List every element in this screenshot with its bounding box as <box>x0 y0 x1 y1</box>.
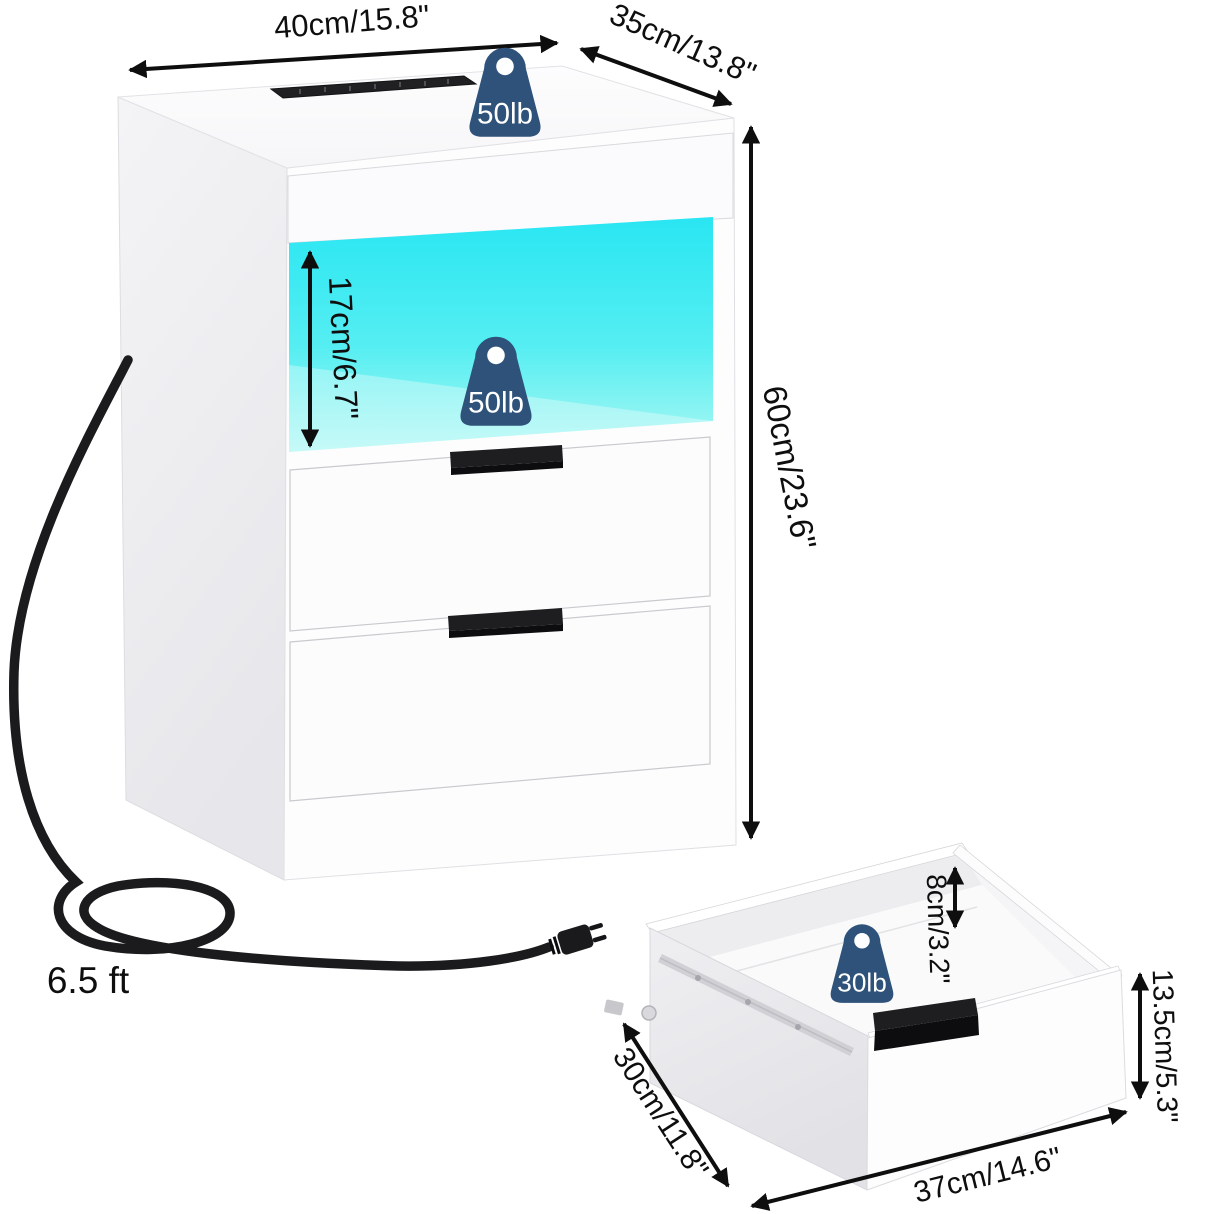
weight-icon <box>469 47 541 137</box>
weight-icon-hole <box>487 346 505 365</box>
charging-station <box>269 75 478 99</box>
weight-icon <box>460 336 532 426</box>
power-cord <box>8 355 554 971</box>
drawer-slide-rail <box>604 953 854 1057</box>
drawer-front-lower <box>289 605 711 802</box>
weight-icon <box>830 924 894 1003</box>
power-plug <box>548 922 607 955</box>
drawer-front-upper <box>289 436 711 632</box>
drawer-capacity-badge: 30lb <box>830 924 894 1003</box>
lower-drawer-handle <box>448 608 563 638</box>
dimension-arrows <box>128 34 1150 1211</box>
top-depth-label: 35cm/13.8" <box>605 0 762 92</box>
drawer-inner-height-label: 8cm/3.2" <box>921 874 956 985</box>
drawer-front-height-label: 13.5cm/5.3" <box>1146 969 1183 1124</box>
cord-length-label: 6.5 ft <box>47 960 130 1001</box>
height-label: 60cm/23.6" <box>756 383 824 553</box>
pulled-drawer-handle <box>873 998 979 1051</box>
power-cord-assembly <box>8 355 607 971</box>
capacity-badges: 50lb 50lb 30lb <box>460 47 894 1003</box>
drawer-depth-arrow <box>622 1022 730 1188</box>
drawer-width-arrow <box>750 1107 1128 1211</box>
led-glow-area <box>289 217 713 452</box>
top-depth-arrow <box>579 46 733 107</box>
drawer-capacity-label: 30lb <box>837 967 887 997</box>
tabletop-capacity-label: 50lb <box>477 98 533 131</box>
shelf-capacity-badge: 50lb <box>460 336 532 426</box>
top-width-label: 40cm/15.8" <box>273 0 431 45</box>
nightstand <box>117 65 737 881</box>
weight-icon-hole <box>854 933 870 949</box>
nightstand-side-panel <box>117 96 288 881</box>
outlet-ports <box>299 79 449 94</box>
drawer-interior-back <box>650 848 982 965</box>
upper-drawer-handle <box>450 445 563 475</box>
nightstand-top-band <box>287 132 734 244</box>
weight-icon-hole <box>496 57 514 76</box>
shelf-capacity-label: 50lb <box>468 387 524 420</box>
shelf-height-label: 17cm/6.7" <box>322 276 365 421</box>
top-width-arrow <box>128 34 559 79</box>
tabletop-capacity-badge: 50lb <box>469 47 541 137</box>
